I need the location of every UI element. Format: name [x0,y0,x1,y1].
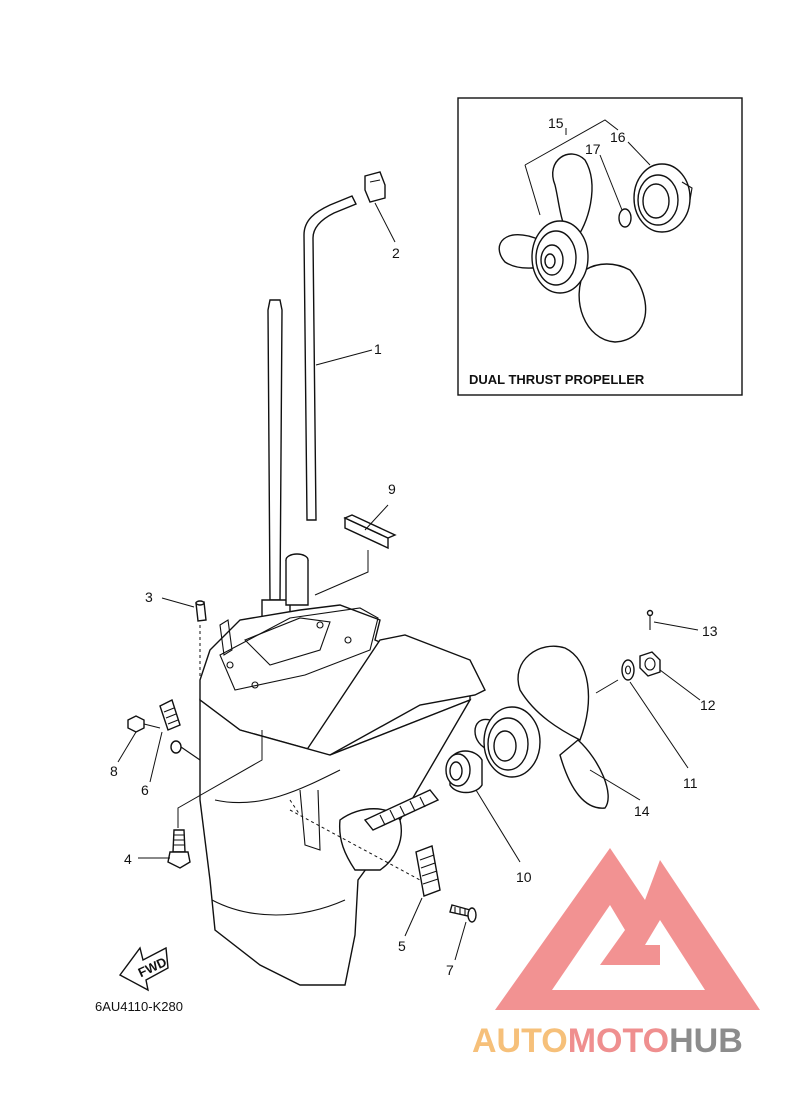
spacer-part-10 [445,750,483,794]
callout-13: 13 [702,623,718,639]
callout-6: 6 [141,782,149,798]
inset-washer-drawing [618,208,632,228]
watermark-text: AUTOMOTOHUB [472,1022,743,1060]
nut-part-12 [639,651,661,677]
callout-15: 15 [548,115,564,131]
watermark-logo [495,848,760,1010]
logo-triangle-icon [495,848,760,1010]
dowel-pin-part-3 [195,600,207,622]
anode-part-5 [415,845,441,897]
anode-part-6 [159,699,181,731]
forward-arrow-icon: FWD [118,946,169,992]
washer-part-6b [170,740,201,761]
callout-4: 4 [124,851,132,867]
diagram-code: 6AU4110-K280 [95,999,183,1014]
callout-11: 11 [683,775,698,791]
lower-casing [199,604,486,986]
bolt-part-4 [167,829,191,869]
svg-text:AUTOMOTOHUB: AUTOMOTOHUB [472,1022,743,1060]
callout-17: 17 [585,141,601,157]
drive-shaft [261,299,291,621]
callout-12: 12 [700,697,716,713]
callout-16: 16 [610,129,626,145]
dual-thrust-propeller-inset: 15 16 17 DUAL THRUST PROPELLER [457,97,743,396]
propeller-part-14 [474,645,609,809]
screw-part-7 [449,904,477,923]
callout-3: 3 [145,589,153,605]
washer-part-11 [621,659,635,681]
callout-14: 14 [634,803,650,819]
callout-5: 5 [398,938,406,954]
callout-1: 1 [374,341,382,357]
callout-9: 9 [388,481,396,497]
callout-2: 2 [392,245,400,261]
shift-rod-boot [285,553,309,606]
callout-10: 10 [516,869,532,885]
cotter-pin-part-13 [646,609,654,630]
grommet-part-2 [364,171,386,203]
callout-7: 7 [446,962,454,978]
bolt-part-8 [127,715,161,733]
inset-title: DUAL THRUST PROPELLER [469,372,645,387]
inset-propeller-drawing [498,153,647,343]
propeller-shaft [363,789,440,831]
callout-8: 8 [110,763,118,779]
shift-rod-part-1 [303,195,357,521]
seal-part-9 [343,514,397,550]
inset-spacer-drawing [633,163,693,233]
